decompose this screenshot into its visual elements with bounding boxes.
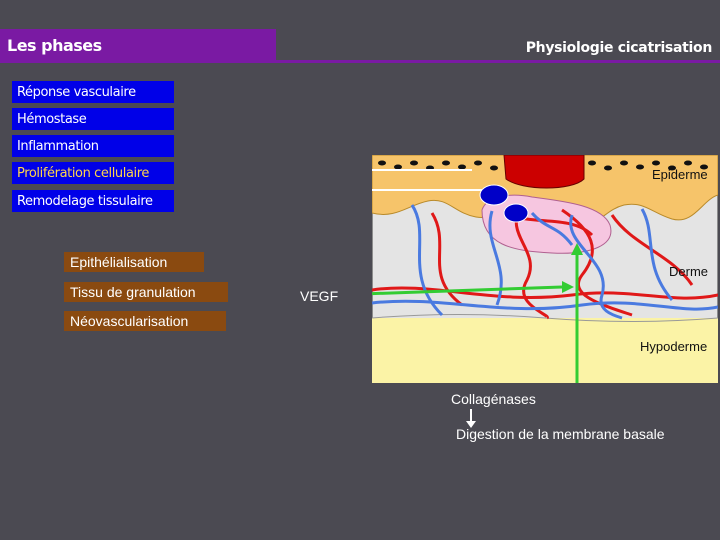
- hypodermis-layer: [372, 318, 718, 383]
- phase-tissue-remodeling: Remodelage tissulaire: [12, 190, 174, 212]
- blood-vessels-blue: [372, 204, 718, 320]
- vegf-arrow: [372, 285, 563, 296]
- epidermis-cells: [378, 160, 708, 171]
- digestion-arrow: [466, 409, 476, 428]
- page-subtitle: Physiologie cicatrisation: [525, 40, 713, 56]
- phase-vascular-response: Réponse vasculaire: [12, 81, 174, 103]
- header-bar: [0, 29, 276, 61]
- subphase-granulation-tissue: Tissu de granulation: [64, 282, 228, 302]
- phase-hemostasis: Hémostase: [12, 108, 174, 130]
- blood-clot: [503, 155, 585, 189]
- epidermis-label: Epiderme: [652, 167, 708, 182]
- macrophage-cells: [479, 184, 529, 223]
- subphase-epithelialisation: Epithélialisation: [64, 252, 204, 272]
- page-title: Les phases: [7, 36, 102, 55]
- collagenase-label: Collagénases: [451, 391, 536, 407]
- phase-cell-proliferation: Prolifération cellulaire: [12, 162, 174, 184]
- vegf-label: VEGF: [300, 288, 339, 304]
- digestion-label: Digestion de la membrane basale: [456, 426, 665, 442]
- hypodermis-label: Hypoderme: [640, 339, 708, 354]
- phase-inflammation: Inflammation: [12, 135, 174, 157]
- subphase-neovascularisation: Néovascularisation: [64, 311, 226, 331]
- skin-wound-diagram: [372, 155, 718, 383]
- dermis-label: Derme: [669, 264, 709, 279]
- header-underline: [0, 60, 720, 63]
